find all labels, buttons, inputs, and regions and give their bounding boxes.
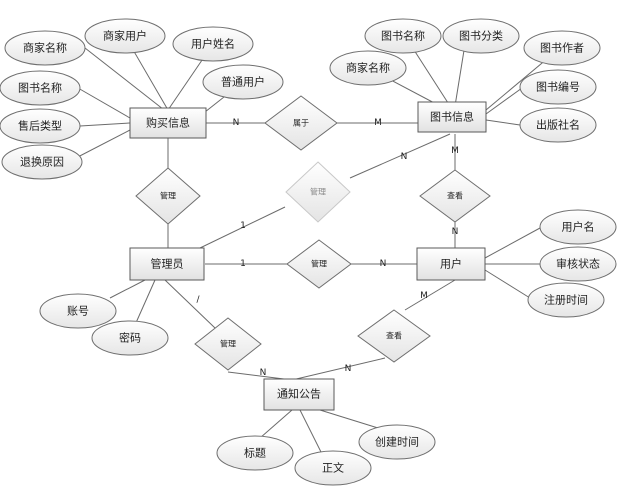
- attr-purchase-book-name: 图书名称: [0, 70, 81, 106]
- svg-text:图书信息: 图书信息: [430, 110, 474, 124]
- attr-book-category: 图书分类: [442, 18, 520, 54]
- attr-notice-created-time: 创建时间: [358, 424, 436, 460]
- svg-text:图书编号: 图书编号: [536, 80, 580, 94]
- attr-book-merchant-name: 商家名称: [329, 50, 407, 86]
- svg-text:用户: 用户: [440, 257, 462, 271]
- attr-merchant-user: 商家用户: [84, 18, 166, 54]
- attr-register-time: 注册时间: [527, 282, 605, 318]
- attr-notice-title: 标题: [216, 435, 294, 471]
- attr-merchant-name: 商家名称: [4, 30, 86, 66]
- svg-text:图书名称: 图书名称: [381, 29, 425, 43]
- attr-book-name: 图书名称: [364, 18, 442, 54]
- svg-text:出版社名: 出版社名: [536, 118, 580, 132]
- entity-notice: 通知公告: [263, 378, 335, 411]
- card-admin-user-to-user: N: [380, 259, 387, 269]
- card-purchase-belongs: N: [233, 118, 240, 128]
- card-admin-to-notice: /: [196, 295, 200, 305]
- attr-book-number: 图书编号: [519, 69, 597, 105]
- svg-text:审核状态: 审核状态: [556, 257, 600, 271]
- attr-regular-user: 普通用户: [202, 64, 284, 100]
- entity-admin: 管理员: [129, 247, 205, 281]
- attr-publisher: 出版社名: [519, 107, 597, 143]
- svg-text:注册时间: 注册时间: [544, 293, 588, 307]
- rel-user-book: 查看: [419, 169, 491, 223]
- attr-after-sale-type: 售后类型: [0, 108, 81, 144]
- card-book-from-admin: N: [401, 152, 408, 162]
- rel-belongs: 属于: [264, 95, 338, 151]
- attr-notice-body: 正文: [294, 450, 372, 486]
- svg-text:商家名称: 商家名称: [23, 41, 67, 55]
- card-notice-from-user: N: [345, 364, 352, 374]
- rel-user-notice: 查看: [357, 309, 431, 363]
- svg-text:购买信息: 购买信息: [146, 116, 190, 130]
- attr-book-author: 图书作者: [523, 30, 601, 66]
- card-admin-to-user: 1: [240, 259, 246, 269]
- svg-text:管理: 管理: [220, 339, 236, 349]
- svg-text:密码: 密码: [119, 331, 141, 345]
- svg-text:管理: 管理: [160, 191, 176, 201]
- svg-text:账号: 账号: [67, 305, 89, 318]
- attr-user-fullname: 用户姓名: [172, 26, 254, 62]
- svg-text:正文: 正文: [322, 461, 344, 475]
- svg-text:管理: 管理: [310, 187, 326, 197]
- svg-text:标题: 标题: [244, 446, 266, 460]
- svg-text:图书作者: 图书作者: [540, 42, 584, 55]
- card-book-to-userview: M: [451, 146, 459, 156]
- card-notice-from-admin: N: [260, 368, 267, 378]
- attr-return-reason: 退换原因: [1, 144, 83, 180]
- svg-text:通知公告: 通知公告: [277, 387, 321, 401]
- entity-user: 用户: [416, 247, 486, 281]
- svg-text:属于: 属于: [293, 119, 309, 128]
- svg-text:管理: 管理: [311, 259, 327, 269]
- entity-book: 图书信息: [417, 101, 487, 133]
- card-belongs-book: M: [374, 118, 382, 128]
- attr-account: 账号: [39, 293, 117, 329]
- svg-text:退换原因: 退换原因: [20, 155, 64, 169]
- card-user-to-notice: M: [420, 291, 428, 301]
- attr-review-status: 审核状态: [539, 246, 617, 282]
- entity-purchase: 购买信息: [129, 107, 207, 139]
- svg-text:商家用户: 商家用户: [103, 29, 147, 43]
- attr-password: 密码: [91, 320, 169, 356]
- svg-text:图书名称: 图书名称: [18, 81, 62, 95]
- svg-text:管理员: 管理员: [151, 257, 184, 271]
- svg-text:查看: 查看: [386, 331, 402, 341]
- svg-text:售后类型: 售后类型: [18, 119, 62, 133]
- attr-username: 用户名: [539, 209, 617, 245]
- svg-text:创建时间: 创建时间: [375, 435, 419, 449]
- rel-admin-purchase: 管理: [135, 167, 201, 225]
- svg-text:用户名: 用户名: [562, 220, 595, 234]
- svg-text:图书分类: 图书分类: [459, 29, 503, 43]
- card-admin-to-book: 1: [240, 221, 246, 231]
- svg-text:商家名称: 商家名称: [346, 61, 390, 75]
- svg-text:普通用户: 普通用户: [221, 75, 265, 89]
- card-userview-to-user: N: [452, 227, 459, 237]
- rel-admin-user: 管理: [286, 239, 352, 289]
- svg-text:查看: 查看: [447, 191, 463, 201]
- cardinality-labels: N M 1 N M N 1 N / N N M: [196, 118, 458, 378]
- rel-admin-notice: 管理: [194, 317, 262, 371]
- rel-admin-book: 管理: [285, 161, 351, 223]
- svg-text:用户姓名: 用户姓名: [191, 37, 235, 51]
